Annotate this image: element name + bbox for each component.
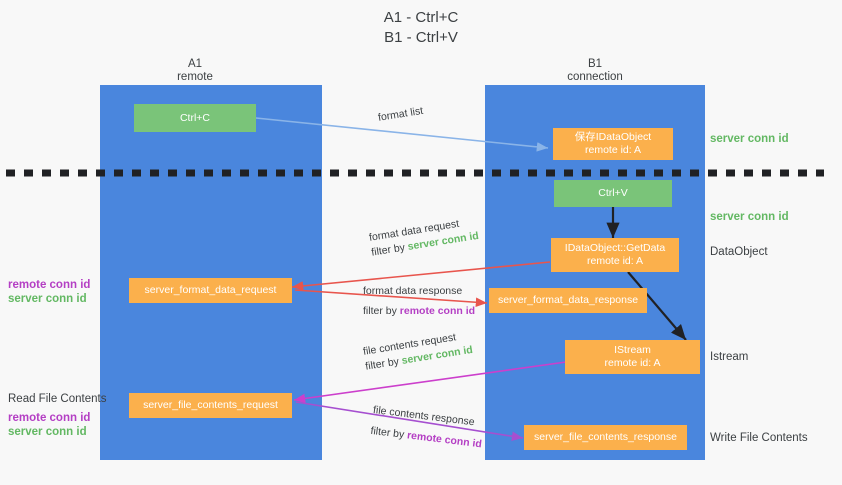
filter-prefix-4: filter by	[369, 424, 408, 442]
box-ctrl-c[interactable]: Ctrl+C	[134, 104, 256, 132]
label-read-file-contents: Read File Contents	[8, 393, 107, 405]
arrow-label-format-list: format list	[377, 104, 424, 124]
lane-header-b1: B1 connection	[520, 58, 670, 84]
label-istream: Istream	[710, 351, 749, 363]
label-dataobject: DataObject	[710, 246, 768, 258]
box-server-format-data-request[interactable]: server_format_data_request	[129, 278, 292, 303]
label-remote-conn-id-2: remote conn id	[8, 412, 91, 424]
lane-a1-sub: remote	[177, 71, 213, 83]
arrow-label-format-data-response-title: format data response	[363, 285, 463, 297]
box-istream-line1: IStream	[614, 344, 651, 356]
title-line-2: B1 - Ctrl+V	[384, 29, 458, 46]
lane-b1-sub: connection	[567, 71, 623, 83]
label-server-conn-id-2: server conn id	[8, 426, 87, 438]
filter-value-remote-conn-id-2: remote conn id	[406, 429, 483, 451]
box-getdata-line2: remote id: A	[586, 255, 644, 267]
arrow-label-format-data-response: format data response filter by remote co…	[363, 284, 475, 319]
box-getdata-line1: IDataObject::GetData	[564, 242, 666, 254]
box-server-file-contents-response[interactable]: server_file_contents_response	[524, 425, 687, 450]
box-save-idataobject-line2: remote id: A	[584, 144, 642, 156]
arrow-label-file-contents-request: file contents request filter by server c…	[362, 328, 474, 375]
box-istream-line2: remote id: A	[604, 357, 661, 369]
arrow-label-format-data-request: format data request filter by server con…	[368, 214, 480, 261]
title-line-1: A1 - Ctrl+C	[383, 9, 459, 26]
box-save-idataobject-line1: 保存IDataObject	[574, 131, 652, 143]
lane-a1-name: A1	[187, 58, 203, 70]
lane-header-a1: A1 remote	[120, 58, 270, 84]
label-server-conn-id-top: server conn id	[710, 133, 789, 145]
label-write-file-contents: Write File Contents	[710, 432, 808, 444]
label-conn-id-group-1: remote conn id server conn id	[8, 278, 90, 306]
box-idataobject-getdata[interactable]: IDataObject::GetData remote id: A	[551, 238, 679, 272]
box-ctrl-v[interactable]: Ctrl+V	[554, 180, 672, 207]
diagram-title: A1 - Ctrl+C B1 - Ctrl+V	[0, 8, 842, 48]
filter-value-remote-conn-id-1: remote conn id	[399, 305, 476, 317]
box-save-idataobject[interactable]: 保存IDataObject remote id: A	[553, 128, 673, 160]
arrow-label-format-data-response-filter: filter by remote conn id	[363, 304, 475, 319]
lane-b1-name: B1	[587, 58, 603, 70]
label-conn-id-group-2: remote conn id server conn id	[8, 411, 90, 439]
label-server-conn-id-mid: server conn id	[710, 211, 789, 223]
box-istream[interactable]: IStream remote id: A	[565, 340, 700, 374]
box-server-file-contents-request[interactable]: server_file_contents_request	[129, 393, 292, 418]
label-server-conn-id-1: server conn id	[8, 293, 87, 305]
filter-prefix-2: filter by	[363, 305, 400, 317]
box-server-format-data-response[interactable]: server_format_data_response	[489, 288, 647, 313]
arrow-label-file-contents-response: file contents response filter by remote …	[370, 403, 486, 452]
label-remote-conn-id-1: remote conn id	[8, 279, 91, 291]
